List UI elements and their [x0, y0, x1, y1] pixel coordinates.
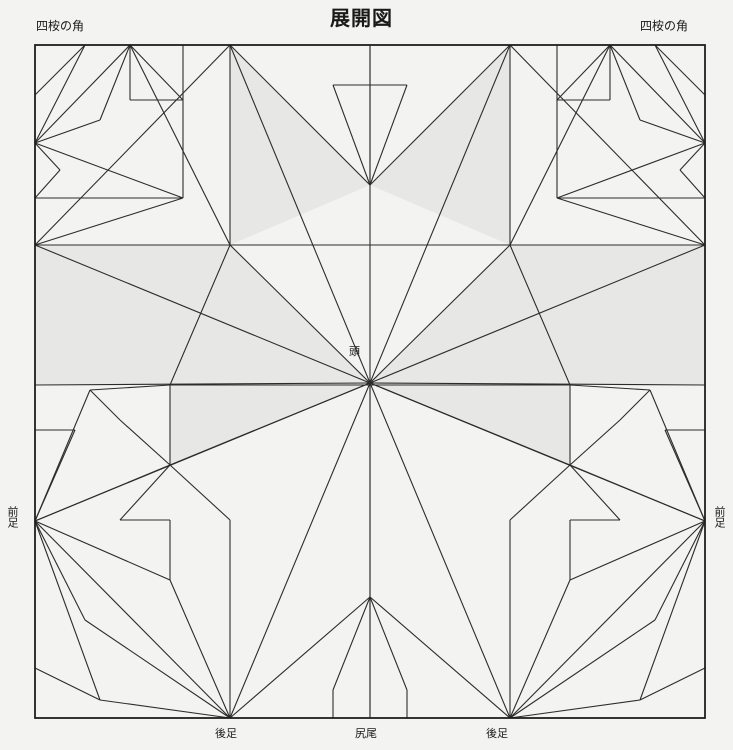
crease-line-110	[370, 597, 407, 690]
crease-line-42	[35, 143, 183, 198]
label-top-right-corner: 四桉の角	[640, 20, 688, 32]
crease-line-90	[510, 465, 570, 520]
label-tail: 尻尾	[355, 728, 377, 739]
crease-line-93	[35, 521, 230, 718]
crease-line-31	[510, 45, 705, 245]
crease-line-54	[557, 45, 610, 100]
crease-line-100	[570, 521, 705, 580]
crease-line-28	[130, 45, 230, 245]
crease-line-80	[620, 390, 650, 420]
crease-line-10	[370, 383, 510, 718]
crease-line-46	[35, 170, 60, 198]
crease-line-62	[680, 170, 705, 198]
label-right-front-foot: 前足	[714, 506, 725, 528]
crease-line-58	[557, 143, 705, 198]
crease-line-96	[655, 521, 705, 620]
crease-line-106	[510, 700, 640, 718]
crease-line-74	[570, 385, 650, 390]
crease-line-109	[333, 597, 370, 690]
crease-line-30	[35, 45, 230, 245]
diagram-title: 展開図	[330, 8, 393, 28]
crease-line-113	[230, 597, 370, 718]
crease-line-114	[370, 597, 510, 718]
label-left-hind-foot: 後足	[215, 728, 237, 739]
crease-line-94	[510, 521, 705, 718]
crease-line-82	[570, 420, 620, 465]
crease-line-52	[655, 45, 705, 95]
crease-line-34	[35, 45, 130, 143]
crease-line-38	[130, 45, 183, 100]
crease-line-47	[35, 143, 60, 170]
crease-line-105	[100, 700, 230, 718]
crease-line-63	[680, 143, 705, 170]
crease-line-29	[510, 45, 610, 245]
crease-line-79	[90, 390, 120, 420]
crease-line-95	[35, 521, 85, 620]
crease-line-56	[610, 45, 640, 120]
crease-line-83	[120, 465, 170, 520]
label-left-front-foot: 前足	[7, 506, 18, 528]
crease-line-36	[35, 45, 85, 95]
crease-line-99	[35, 521, 170, 580]
label-right-hind-foot: 後足	[486, 728, 508, 739]
crease-line-84	[570, 465, 620, 520]
label-top-left-corner: 四桉の角	[36, 20, 84, 32]
crease-line-81	[120, 420, 170, 465]
crease-line-50	[610, 45, 705, 143]
crease-line-73	[90, 385, 170, 390]
crease-line-89	[170, 465, 230, 520]
crease-line-9	[230, 383, 370, 718]
label-head: 頭	[349, 346, 360, 357]
crease-line-40	[100, 45, 130, 120]
